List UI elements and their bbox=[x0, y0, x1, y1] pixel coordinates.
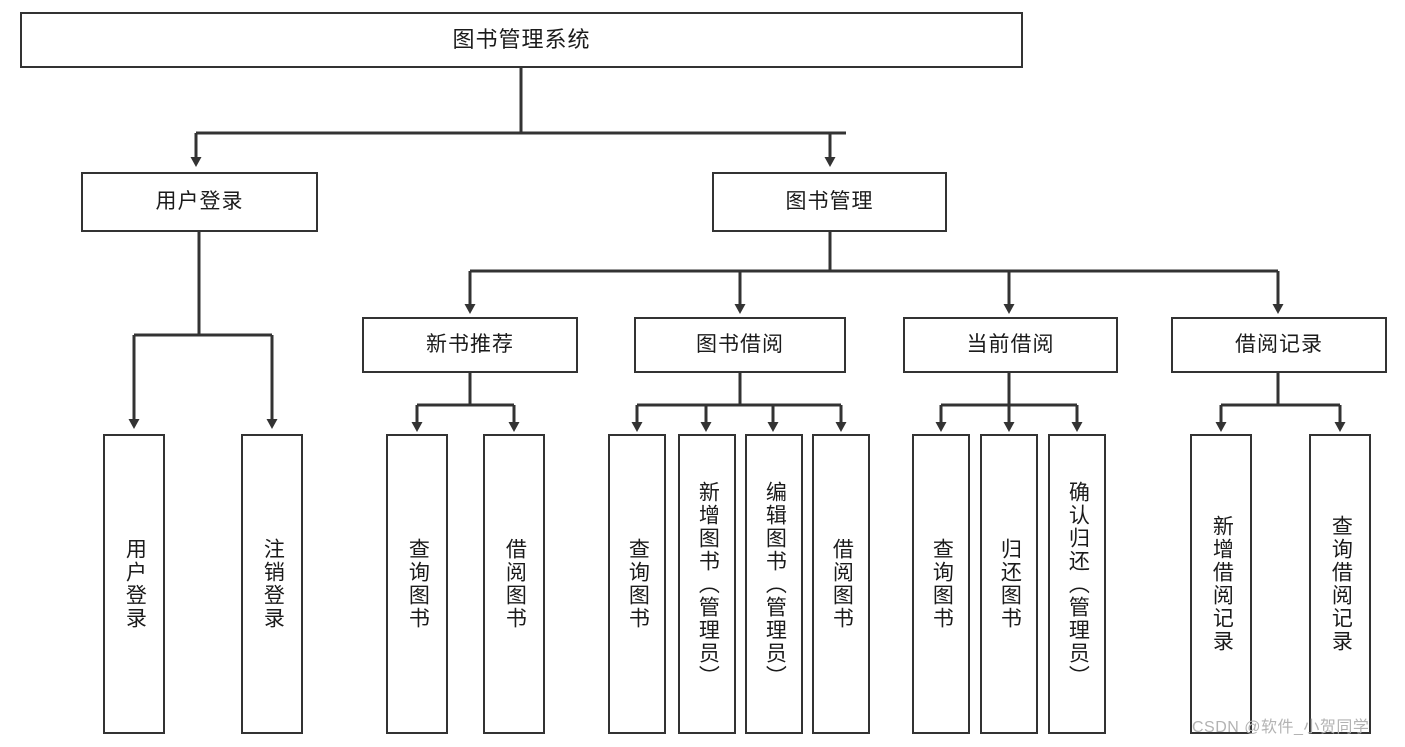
node-leaf-query-book-3-label: 查询图书 bbox=[930, 538, 954, 630]
node-leaf-return-book[interactable]: 归还图书 bbox=[980, 434, 1038, 734]
node-leaf-borrow-book-1[interactable]: 借阅图书 bbox=[483, 434, 545, 734]
node-leaf-user-login[interactable]: 用户登录 bbox=[103, 434, 165, 734]
node-user-login[interactable]: 用户登录 bbox=[81, 172, 318, 232]
node-leaf-logout-label: 注销登录 bbox=[261, 538, 285, 630]
node-leaf-edit-book-label: 编辑图书（管理员） bbox=[763, 480, 787, 688]
node-leaf-borrow-book-2-label: 借阅图书 bbox=[830, 538, 854, 630]
node-leaf-query-book-1-label: 查询图书 bbox=[406, 538, 430, 630]
watermark-text: CSDN @软件_小贺同学 bbox=[1192, 719, 1370, 736]
node-leaf-confirm-return[interactable]: 确认归还（管理员） bbox=[1048, 434, 1106, 734]
node-leaf-add-book-label: 新增图书（管理员） bbox=[696, 480, 720, 688]
node-current-borrow-label: 当前借阅 bbox=[966, 332, 1055, 356]
node-leaf-borrow-book-1-label: 借阅图书 bbox=[503, 538, 527, 630]
node-leaf-add-record[interactable]: 新增借阅记录 bbox=[1190, 434, 1252, 734]
node-leaf-query-book-2[interactable]: 查询图书 bbox=[608, 434, 666, 734]
node-root-label: 图书管理系统 bbox=[452, 27, 591, 53]
node-borrow-record-label: 借阅记录 bbox=[1235, 332, 1323, 356]
node-leaf-user-login-label: 用户登录 bbox=[123, 538, 147, 630]
node-leaf-query-record-label: 查询借阅记录 bbox=[1329, 515, 1353, 653]
node-leaf-query-book-3[interactable]: 查询图书 bbox=[912, 434, 970, 734]
node-new-book-rec[interactable]: 新书推荐 bbox=[362, 317, 578, 373]
node-book-manage-label: 图书管理 bbox=[785, 189, 874, 213]
node-leaf-query-book-1[interactable]: 查询图书 bbox=[386, 434, 448, 734]
node-leaf-add-book[interactable]: 新增图书（管理员） bbox=[678, 434, 736, 734]
node-current-borrow[interactable]: 当前借阅 bbox=[903, 317, 1118, 373]
node-leaf-add-record-label: 新增借阅记录 bbox=[1210, 515, 1234, 653]
node-leaf-return-book-label: 归还图书 bbox=[998, 538, 1022, 630]
node-leaf-query-book-2-label: 查询图书 bbox=[626, 538, 650, 630]
node-leaf-query-record[interactable]: 查询借阅记录 bbox=[1309, 434, 1371, 734]
node-leaf-edit-book[interactable]: 编辑图书（管理员） bbox=[745, 434, 803, 734]
node-new-book-rec-label: 新书推荐 bbox=[426, 332, 514, 356]
node-leaf-confirm-return-label: 确认归还（管理员） bbox=[1066, 480, 1090, 688]
node-leaf-borrow-book-2[interactable]: 借阅图书 bbox=[812, 434, 870, 734]
node-book-borrow[interactable]: 图书借阅 bbox=[634, 317, 846, 373]
node-leaf-logout[interactable]: 注销登录 bbox=[241, 434, 303, 734]
node-book-manage[interactable]: 图书管理 bbox=[712, 172, 947, 232]
node-user-login-label: 用户登录 bbox=[155, 189, 244, 213]
node-borrow-record[interactable]: 借阅记录 bbox=[1171, 317, 1387, 373]
node-book-borrow-label: 图书借阅 bbox=[696, 332, 784, 356]
node-root[interactable]: 图书管理系统 bbox=[20, 12, 1023, 68]
